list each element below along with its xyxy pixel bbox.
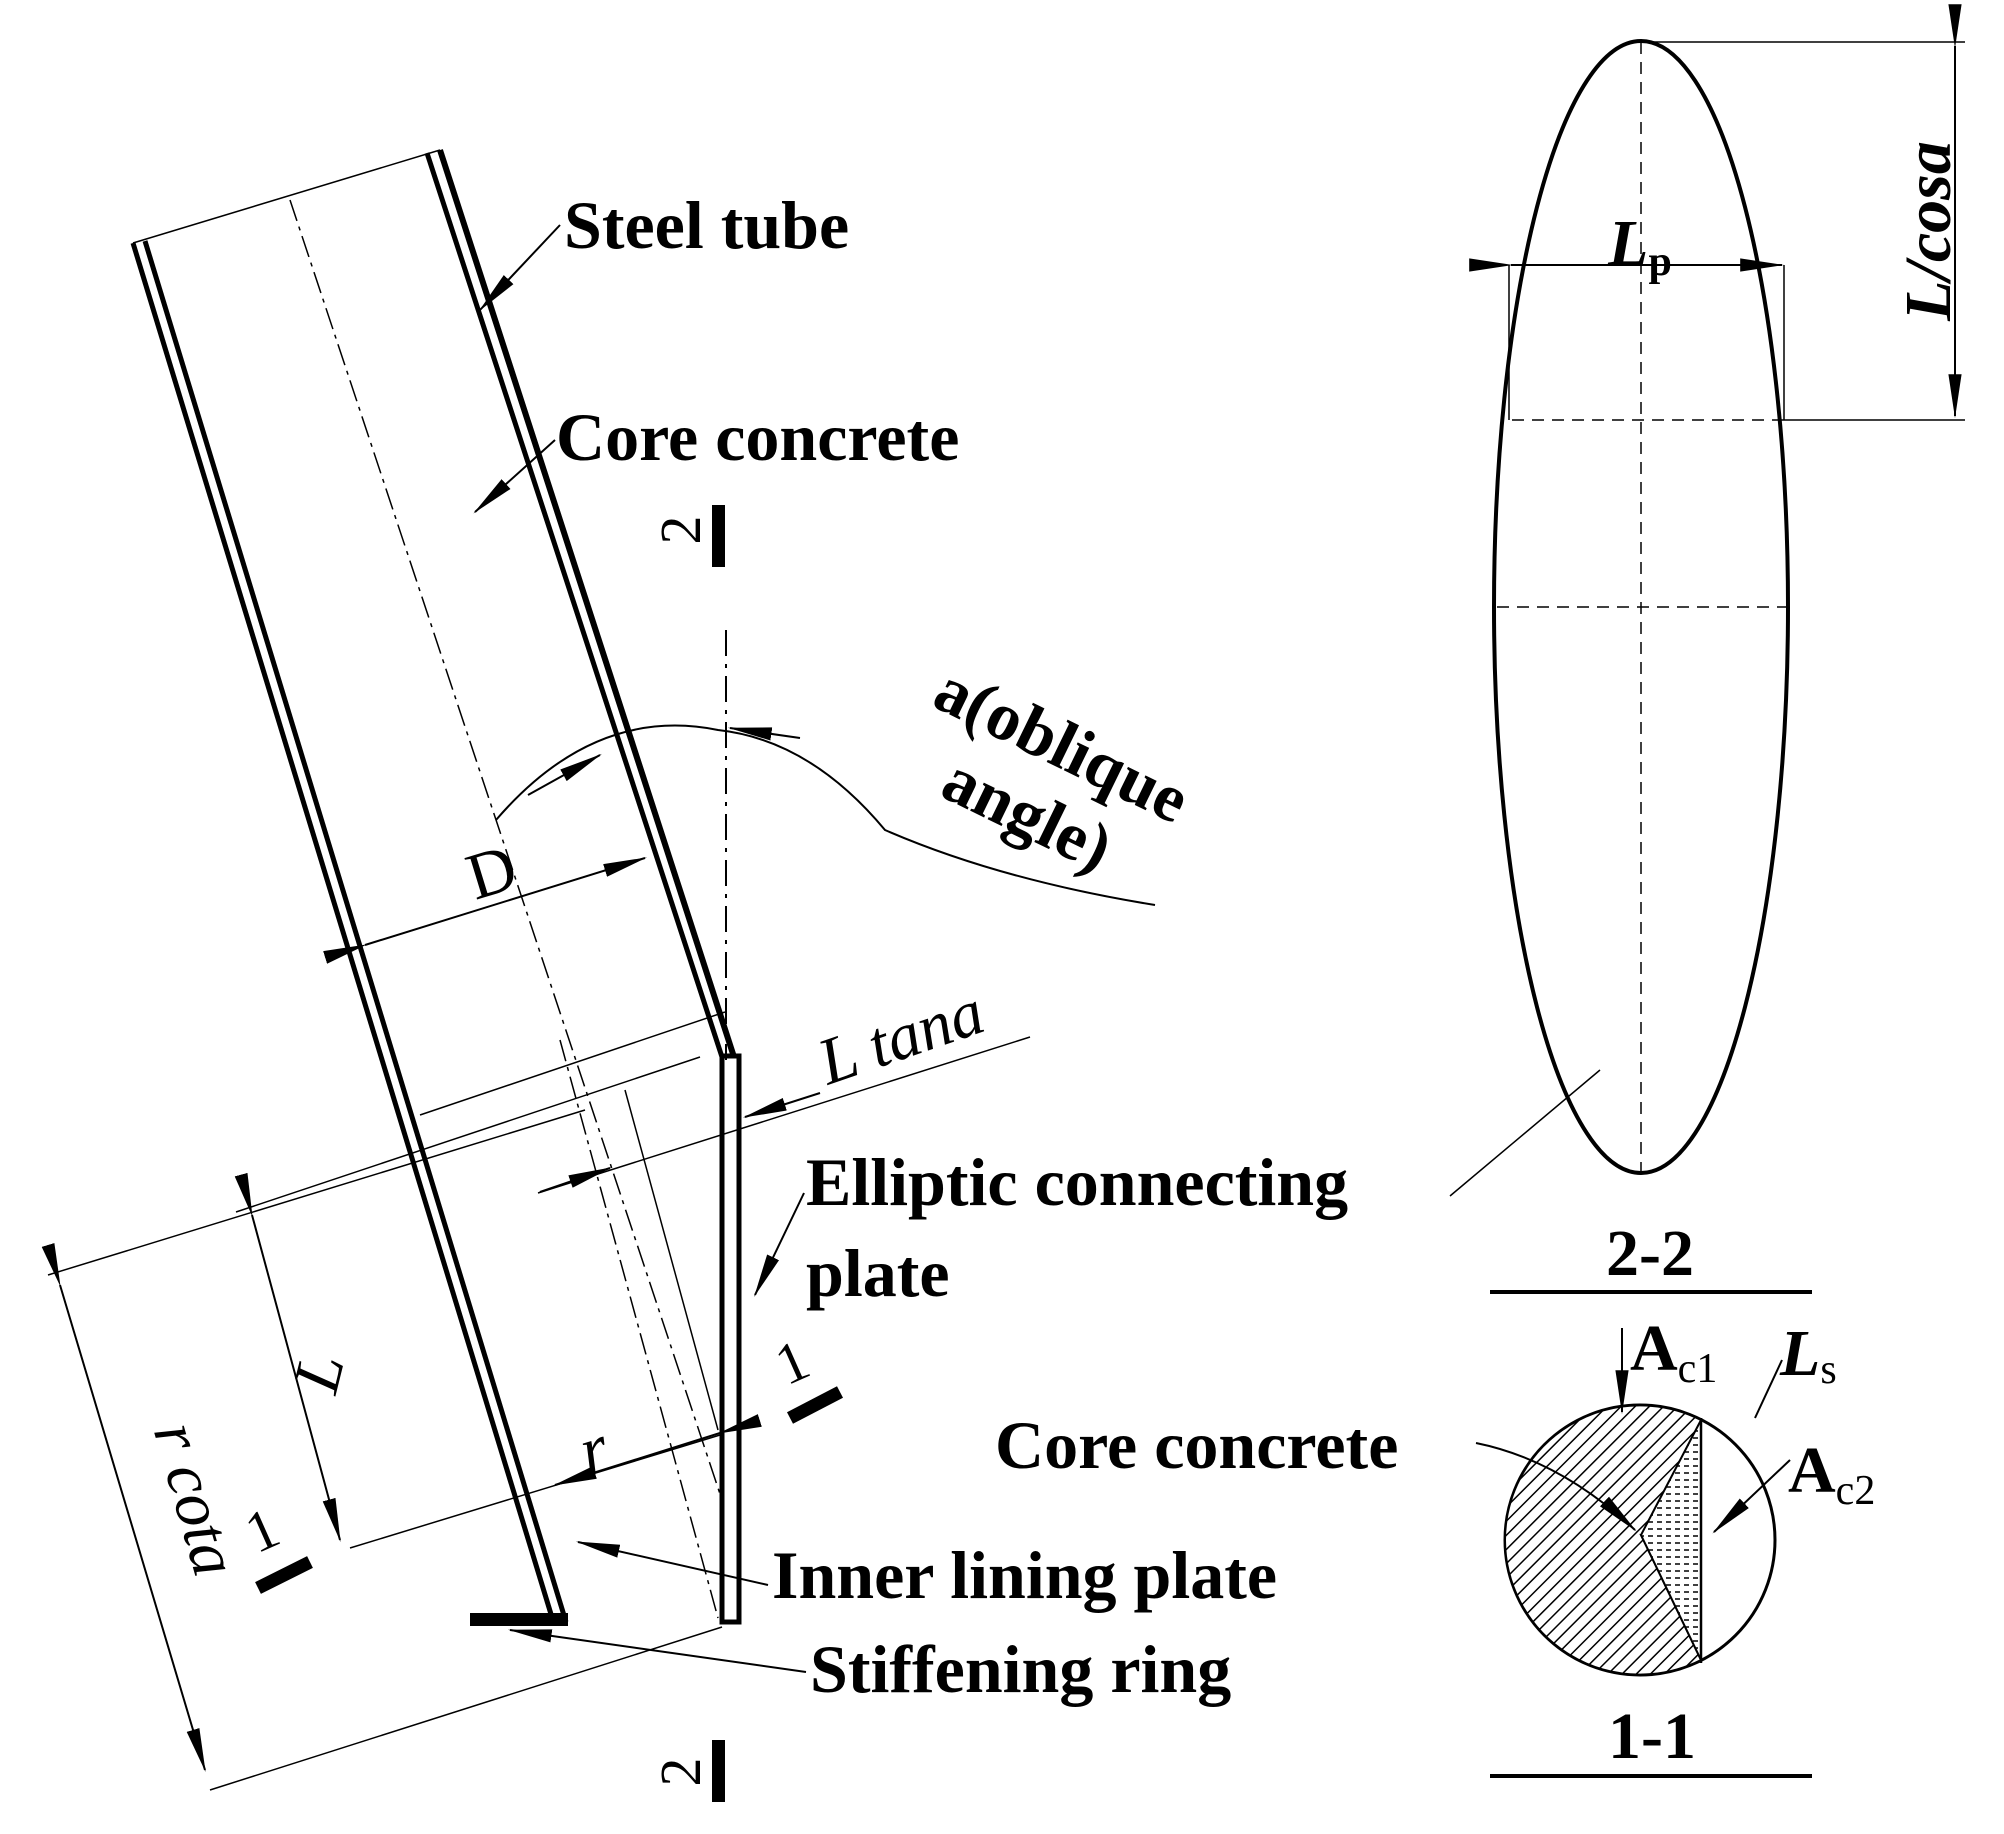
l-tan-alpha-arrow-right bbox=[742, 1092, 821, 1118]
r-cot-alpha-ext-top bbox=[47, 1109, 586, 1276]
diameter-dimension bbox=[323, 857, 648, 964]
lp-label: Lp bbox=[1607, 207, 1672, 285]
l-dimension bbox=[234, 1172, 341, 1543]
inner-lining-leader bbox=[575, 1541, 769, 1586]
tube-centerline bbox=[289, 199, 723, 1501]
inner-lining-dashed-line bbox=[559, 1039, 719, 1619]
ls-leader bbox=[1754, 1359, 1783, 1419]
elliptic-connecting-plate bbox=[719, 1053, 742, 1625]
r-cot-alpha-dimension bbox=[41, 1243, 206, 1773]
section-1-marker-left bbox=[255, 1556, 313, 1594]
inner-lining-label: Inner lining plate bbox=[772, 1537, 1277, 1613]
tube-right-wall-inner bbox=[437, 149, 737, 1058]
r-label: r bbox=[571, 1411, 617, 1488]
oblique-angle-arrow-right bbox=[727, 727, 801, 741]
section-1-label-right: 1 bbox=[766, 1327, 819, 1398]
section-2-2: Lp L/cosa 2-2 bbox=[1449, 4, 1965, 1294]
r-dimension bbox=[552, 1414, 762, 1486]
oblique-angle-arrow-left bbox=[527, 753, 602, 796]
ac2-label: Ac2 bbox=[1788, 1434, 1875, 1514]
core-concrete-label: Core concrete bbox=[556, 399, 959, 475]
section-1-1-title: 1-1 bbox=[1608, 1700, 1696, 1773]
r-dimension-leader bbox=[624, 1089, 719, 1431]
r-cot-alpha-ext-bottom bbox=[209, 1626, 723, 1791]
elliptic-plate-leader bbox=[754, 1192, 805, 1297]
ls-label: Ls bbox=[1779, 1317, 1837, 1393]
l-tan-alpha-arrow-left bbox=[539, 1167, 613, 1193]
diameter-label: D bbox=[458, 831, 525, 915]
core-concrete-leader bbox=[473, 439, 556, 514]
section-2-label-bottom: 2 bbox=[648, 1758, 713, 1787]
l-label: L bbox=[279, 1346, 359, 1400]
tube-elevation: 2 2 1 1 D a(oblique angle) L tana L bbox=[41, 149, 1348, 1802]
l-tan-alpha-label: L tana bbox=[808, 975, 993, 1099]
steel-tube-label: Steel tube bbox=[564, 187, 849, 263]
elliptic-plate-label-line2: plate bbox=[806, 1235, 950, 1311]
section-1-1: Ac1 Ls Ac2 Core concrete 1-1 bbox=[995, 1312, 1875, 1778]
l-ext-bottom bbox=[349, 1434, 721, 1549]
stiffening-ring-label: Stiffening ring bbox=[810, 1631, 1231, 1707]
l-tan-alpha-ext-top bbox=[419, 1011, 726, 1116]
r-cot-alpha-label: r cota bbox=[139, 1414, 252, 1584]
ac1-label: Ac1 bbox=[1630, 1312, 1717, 1392]
section-2-label-top: 2 bbox=[648, 516, 713, 545]
l-ext-top bbox=[235, 1056, 701, 1213]
stiffening-ring bbox=[470, 1613, 568, 1626]
ellipse-plate-leader bbox=[1449, 1069, 1601, 1197]
steel-tube-leader bbox=[478, 224, 561, 312]
stiffening-ring-leader bbox=[507, 1629, 807, 1673]
section-2-marker-top bbox=[712, 505, 725, 567]
tube-right-wall-outer bbox=[424, 152, 725, 1058]
ac2-leader bbox=[1712, 1459, 1791, 1534]
elliptic-plate-label-line1: Elliptic connecting bbox=[806, 1144, 1348, 1220]
core-concrete-hatch bbox=[1503, 1404, 1703, 1676]
lcos-label: L/cosa bbox=[1892, 141, 1965, 322]
core-concrete-section-label: Core concrete bbox=[995, 1407, 1398, 1483]
core-concrete-section-leader bbox=[1475, 1442, 1637, 1532]
section-1-marker-right bbox=[787, 1386, 843, 1424]
section-2-marker-bottom bbox=[712, 1740, 725, 1802]
oblique-angle-arc bbox=[495, 724, 1156, 906]
section-2-2-title: 2-2 bbox=[1606, 1217, 1694, 1290]
tube-top-edge bbox=[132, 149, 441, 244]
